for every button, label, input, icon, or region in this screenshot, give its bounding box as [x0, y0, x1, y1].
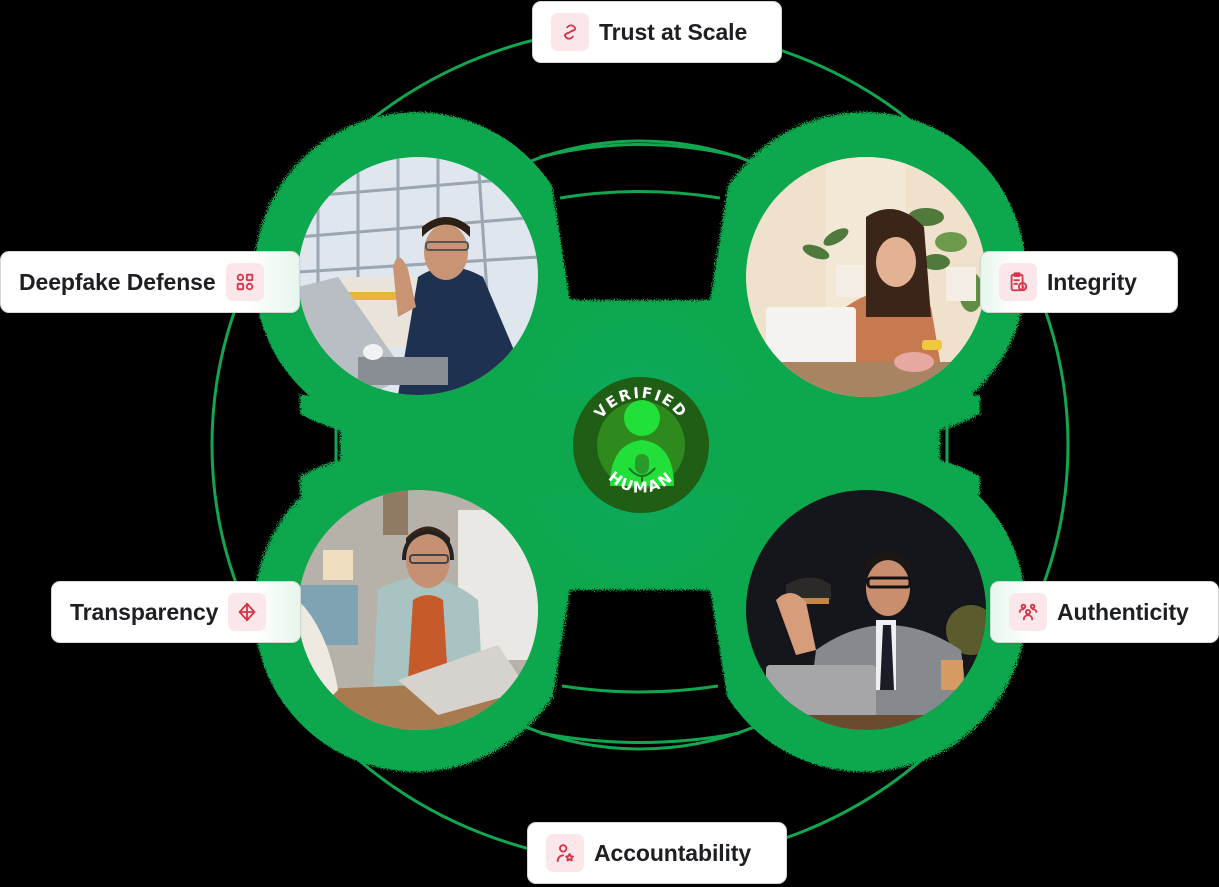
pillar-trust-at-scale: Trust at Scale: [532, 1, 782, 63]
verified-human-badge: VERIFIED HUMAN: [572, 376, 710, 514]
photo-man-waving-office: [298, 157, 538, 395]
users-group-icon: [1009, 593, 1047, 631]
user-star-icon: [546, 834, 584, 872]
photo-woman-plants: [746, 157, 986, 397]
pillar-accountability: Accountability: [527, 822, 787, 884]
person-head-icon: [624, 400, 660, 436]
pillar-transparency: Transparency: [51, 581, 301, 643]
microphone-icon: [635, 454, 649, 474]
photo-man-suit-waving: [746, 490, 986, 730]
photo-man-headset: [298, 490, 538, 730]
pillar-authenticity: Authenticity: [990, 581, 1219, 643]
pillar-deepfake-defense: Deepfake Defense: [0, 251, 300, 313]
pillar-integrity: Integrity: [980, 251, 1178, 313]
grid-shapes-icon: [225, 263, 264, 301]
clipboard-clock-icon: [999, 263, 1037, 301]
diamond-icon: [228, 593, 267, 631]
link-chain-icon: [551, 13, 589, 51]
